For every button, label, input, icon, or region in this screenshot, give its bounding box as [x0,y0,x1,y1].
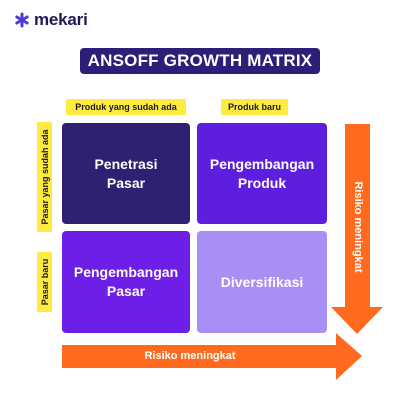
vertical-risk-label: Risiko meningkat [352,181,364,273]
cell-product-development-line1: Pengembangan [209,155,315,172]
cell-market-development-line2: Pasar [106,283,146,299]
page-title: ANSOFF GROWTH MATRIX [80,48,320,74]
brand-name: mekari [34,10,88,29]
cell-market-penetration-line1: Penetrasi [94,155,158,172]
column-header-existing-product: Produk yang sudah ada [66,99,186,115]
vertical-risk-arrow [331,124,383,334]
horizontal-risk-label: Risiko meningkat [144,350,236,362]
mekari-star-icon [15,12,29,28]
row-header-existing-market: Pasar yang sudah ada [37,122,52,232]
row-header-new-market: Pasar baru [37,252,52,312]
column-header-new-product: Produk baru [221,99,288,115]
cell-market-penetration-line2: Pasar [106,174,146,191]
cell-market-penetration: Penetrasi Pasar [62,123,190,224]
horizontal-risk-arrow [62,333,362,380]
cell-product-development: Pengembangan Produk [197,123,327,224]
cell-market-development-line1: Pengembangan [73,264,179,281]
cell-product-development-line2: Produk [237,174,287,191]
brand-logo: mekari [14,10,88,30]
cell-diversification-line1: Diversifikasi [220,273,304,290]
cell-market-development: Pengembangan Pasar [62,231,190,333]
cell-diversification: Diversifikasi [197,231,327,333]
